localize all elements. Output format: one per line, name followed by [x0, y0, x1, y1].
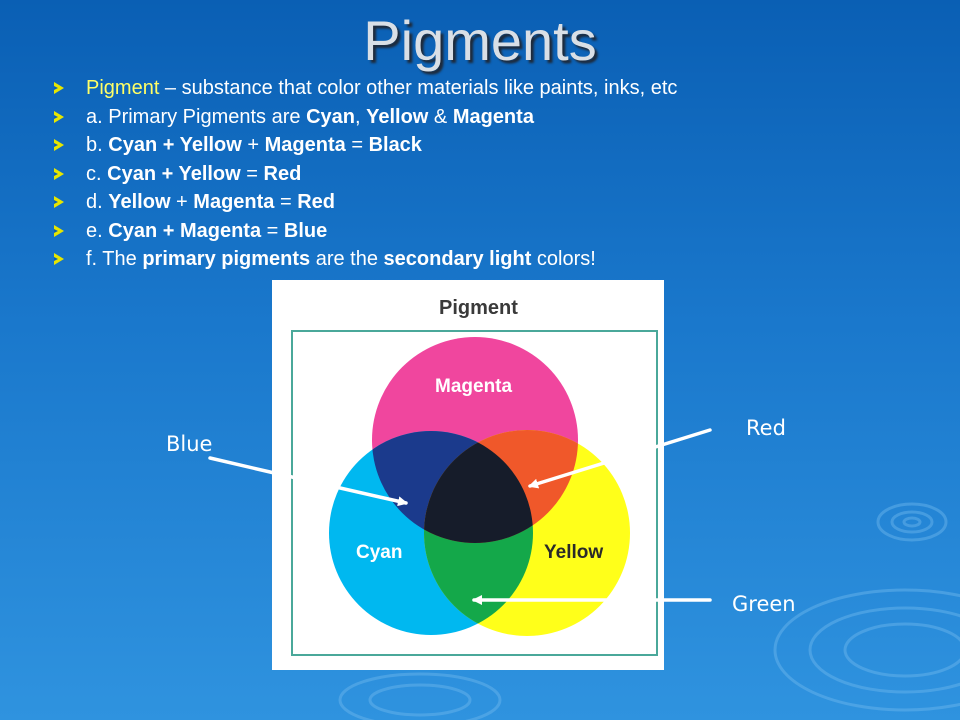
- bullet-bold: Red: [297, 191, 336, 213]
- bullet-text: f. The: [86, 248, 143, 270]
- arrow-bullet-icon: [54, 139, 64, 151]
- bullet-bold: Black: [368, 134, 422, 156]
- bullet-item: b. Cyan + Yellow + Magenta = Black: [54, 131, 677, 160]
- bullet-bold: secondary light: [383, 248, 532, 270]
- diagram-title: Pigment: [439, 297, 518, 319]
- arrow-bullet-icon: [54, 82, 64, 94]
- bullet-item: a. Primary Pigments are Cyan, Yellow & M…: [54, 103, 677, 132]
- bullet-bold: Red: [263, 162, 302, 185]
- bullet-bold: Magenta: [264, 134, 346, 156]
- bullet-bold: Cyan: [306, 105, 355, 128]
- bullet-highlight: Pigment: [86, 77, 160, 99]
- arrow-bullet-icon: [54, 167, 64, 180]
- cyan-label: Cyan: [356, 542, 402, 563]
- magenta-label: Magenta: [435, 376, 513, 397]
- bullet-text: +: [170, 191, 194, 213]
- arrow-bullet-icon: [54, 110, 64, 123]
- green-callout-label: Green: [732, 592, 796, 616]
- pigment-diagram: Pigment Magenta Cyan Yellow: [272, 280, 664, 670]
- yellow-label: Yellow: [544, 542, 603, 563]
- arrow-bullet-icon: [54, 253, 64, 265]
- blue-callout-label: Blue: [166, 432, 213, 456]
- bullet-text: +: [241, 134, 265, 156]
- slide-title: Pigments: [363, 9, 597, 72]
- bullet-item: Pigment – substance that color other mat…: [54, 74, 677, 103]
- bullet-text: e.: [86, 219, 109, 242]
- bullet-text: =: [345, 134, 369, 156]
- bullet-item: d. Yellow + Magenta = Red: [54, 188, 677, 217]
- bullet-text: b.: [86, 134, 109, 156]
- arrow-bullet-icon: [54, 196, 64, 208]
- bullet-bold: Cyan + Yellow: [107, 162, 241, 185]
- bullet-text: c.: [86, 162, 108, 185]
- bullet-item: e. Cyan + Magenta = Blue: [54, 217, 677, 246]
- bullet-text: &: [428, 105, 453, 128]
- bullet-text: colors!: [531, 248, 596, 270]
- bullet-text: a. Primary Pigments are: [86, 105, 307, 128]
- bullet-bold: primary pigments: [142, 248, 311, 270]
- bullet-text: ,: [354, 105, 367, 128]
- bullet-bold: Cyan + Yellow: [108, 134, 242, 156]
- bullet-text: – substance that color other materials l…: [159, 77, 678, 99]
- venn-diagram: Pigment Magenta Cyan Yellow: [291, 297, 658, 656]
- bullet-text: d.: [86, 191, 109, 213]
- bullet-bold: Magenta: [193, 191, 275, 213]
- bullet-list: Pigment – substance that color other mat…: [54, 74, 677, 274]
- bullet-item: f. The primary pigments are the secondar…: [54, 245, 677, 274]
- bullet-text: =: [240, 162, 264, 185]
- red-callout-label: Red: [746, 416, 786, 440]
- bullet-item: c. Cyan + Yellow = Red: [54, 160, 677, 189]
- bullet-bold: Magenta: [452, 105, 534, 128]
- bullet-text: =: [261, 219, 284, 242]
- bullet-bold: Yellow: [108, 191, 171, 213]
- bullet-bold: Blue: [283, 219, 328, 242]
- bullet-bold: Cyan + Magenta: [108, 219, 262, 242]
- bullet-bold: Yellow: [366, 105, 429, 128]
- bullet-text: are the: [310, 248, 384, 270]
- arrow-bullet-icon: [54, 224, 64, 237]
- bullet-text: =: [274, 191, 298, 213]
